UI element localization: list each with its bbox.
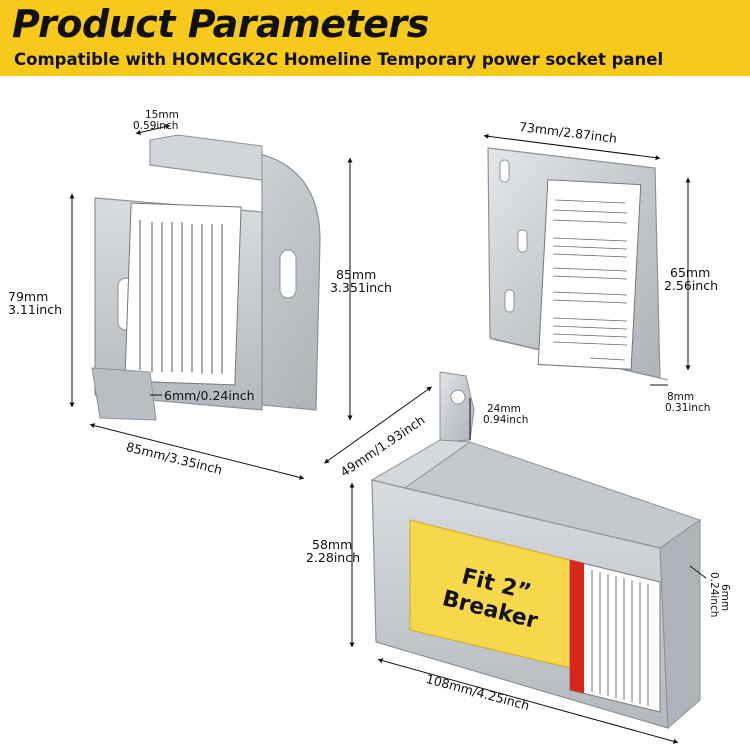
part-a-left-dimension: 79mm 3.11inch [8, 290, 62, 316]
page-subtitle: Compatible with HOMCGK2C Homeline Tempor… [14, 50, 664, 69]
part-a-top-dim-mm: 15mm [145, 109, 179, 121]
part-c-height-dim-inch: 2.28inch [306, 550, 361, 565]
part-a-top-dim-inch: 0.59inch [133, 120, 179, 132]
part-c-height-dimension: 58mm 2.28inch [306, 538, 360, 564]
part-a-tab-dimension: 6mm/0.24inch [164, 388, 255, 403]
part-c-flange-dim-mm: 24mm [487, 403, 521, 415]
part-a-height-dim-inch: 3.351inch [330, 280, 392, 295]
part-b-height-dim-mm: 65mm [670, 265, 711, 280]
part-a-top-dimension: 15mm 0.59inch [133, 110, 179, 132]
part-b-bottom-dim-mm: 8mm [667, 391, 695, 403]
part-c-height-dim-mm: 58mm [312, 537, 353, 552]
part-c-flange-dim-inch: 0.94inch [483, 414, 529, 426]
part-b-height-dim-inch: 2.56inch [664, 278, 719, 293]
bracket-part-c [323, 371, 707, 744]
part-c-side-dim-inch: 0.24inch [708, 572, 720, 618]
part-c-flange-dimension: 24mm 0.94inch [483, 404, 528, 426]
bracket-part-a [69, 124, 353, 480]
part-b-bottom-dim-inch: 0.31inch [665, 402, 711, 414]
part-b-bottom-dimension: 8mm 0.31inch [665, 392, 710, 414]
part-a-left-dim-inch: 3.11inch [8, 302, 63, 317]
header-banner: Product Parameters Compatible with HOMCG… [0, 0, 750, 76]
part-c-side-dim-mm: 6mm [719, 584, 731, 612]
part-a-height-dim-mm: 85mm [336, 267, 377, 282]
part-a-left-dim-mm: 79mm [8, 289, 49, 304]
bracket-part-b [483, 133, 691, 386]
page-title: Product Parameters [12, 2, 429, 46]
part-a-height-dimension: 85mm 3.351inch [330, 268, 392, 294]
part-b-height-dimension: 65mm 2.56inch [664, 266, 718, 292]
part-c-side-dimension: 6mm 0.24inch [708, 572, 731, 618]
